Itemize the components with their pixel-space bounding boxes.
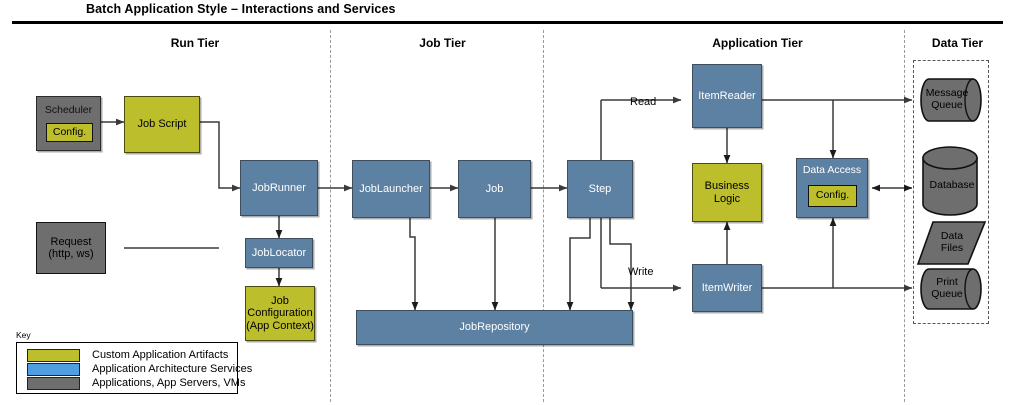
node-business-logic[interactable]: Business Logic (692, 163, 762, 222)
data-tier-group (913, 60, 989, 324)
legend-label-applications: Applications, App Servers, VMs (92, 377, 246, 389)
legend-swatch-architecture-services (27, 362, 80, 376)
edge-label-read: Read (630, 96, 657, 108)
data-files-icon (916, 221, 987, 265)
node-business-logic-line1: Business (704, 180, 750, 193)
title-rule (12, 21, 1003, 24)
legend-box: Custom Application Artifacts Application… (16, 342, 252, 394)
legend-item-applications: Applications, App Servers, VMs (27, 376, 245, 390)
node-business-logic-line2: Logic (713, 192, 741, 205)
legend-label-custom-artifacts: Custom Application Artifacts (92, 349, 229, 361)
tier-divider-run-job (330, 30, 331, 402)
tier-label-data: Data Tier (931, 36, 984, 50)
node-scheduler-config[interactable]: Config. (46, 123, 93, 142)
node-job-configuration-line1: Job (271, 295, 289, 308)
node-job-configuration-line2: Configuration (247, 307, 313, 320)
legend-item-custom-artifacts: Custom Application Artifacts (27, 348, 228, 362)
node-scheduler[interactable]: Scheduler Config. (36, 96, 101, 151)
node-job-configuration[interactable]: Job Configuration (App Context) (245, 286, 315, 341)
legend-swatch-custom-artifacts (27, 348, 80, 362)
tier-label-job: Job Tier (419, 36, 466, 50)
tier-label-application: Application Tier (712, 36, 803, 50)
page-title: Batch Application Style – Interactions a… (86, 2, 396, 16)
node-request-line1: Request (50, 235, 92, 248)
node-jobrunner[interactable]: JobRunner (240, 160, 318, 216)
print-queue-icon (920, 268, 982, 310)
node-jobrepository[interactable]: JobRepository (356, 310, 633, 345)
node-step[interactable]: Step (567, 160, 633, 218)
node-joblauncher[interactable]: JobLauncher (352, 160, 430, 218)
legend-label-architecture-services: Application Architecture Services (92, 363, 253, 375)
node-data-access-label: Data Access (802, 164, 862, 176)
message-queue-icon (920, 78, 982, 122)
tier-divider-app-data (904, 30, 905, 402)
node-data-access-config[interactable]: Config. (808, 185, 857, 207)
node-itemreader[interactable]: ItemReader (692, 64, 762, 128)
legend-item-architecture-services: Application Architecture Services (27, 362, 252, 376)
node-job-configuration-line3: (App Context) (246, 319, 314, 332)
legend-swatch-applications (27, 376, 80, 390)
legend-caption: Key (16, 330, 31, 340)
node-request[interactable]: Request (http, ws) (36, 222, 106, 274)
node-joblocator[interactable]: JobLocator (245, 238, 313, 268)
node-data-access[interactable]: Data Access Config. (796, 158, 868, 218)
node-job[interactable]: Job (458, 160, 531, 218)
database-icon (922, 146, 978, 216)
tier-label-run: Run Tier (170, 36, 220, 50)
edge-label-write: Write (628, 266, 654, 278)
tier-divider-job-app (543, 30, 544, 402)
node-scheduler-label: Scheduler (44, 104, 93, 116)
node-request-line2: (http, ws) (48, 248, 94, 260)
node-itemwriter[interactable]: ItemWriter (692, 264, 762, 312)
node-job-script[interactable]: Job Script (124, 96, 200, 153)
